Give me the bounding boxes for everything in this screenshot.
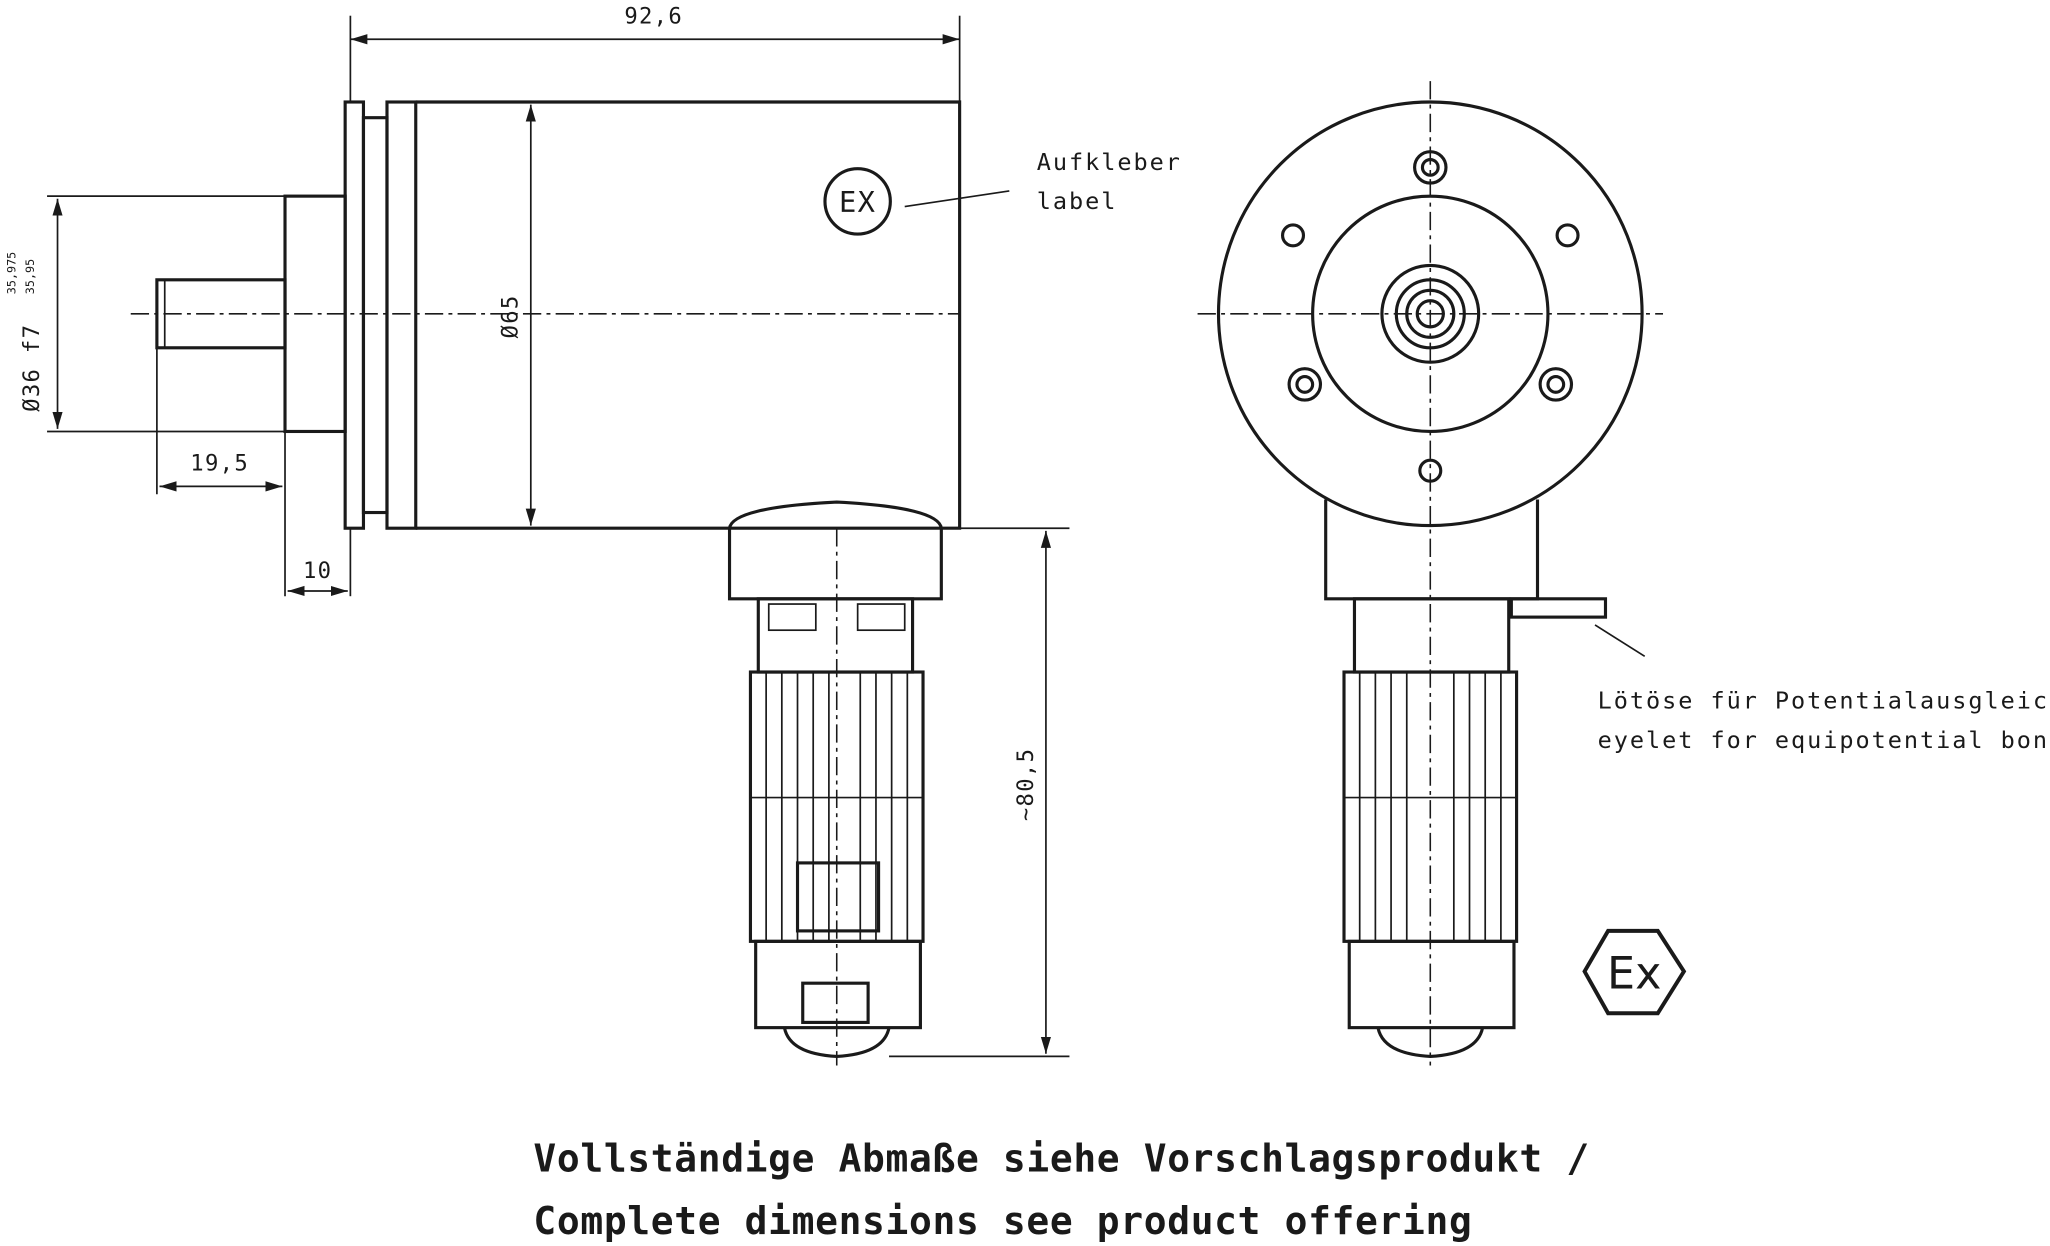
dim-flange-thickness: 10: [303, 558, 332, 584]
atex-text: Ex: [1607, 948, 1661, 999]
mounting-holes: [1280, 150, 1580, 483]
side-view: EX Aufkleber label: [130, 100, 1182, 1066]
ex-mark: EX: [839, 185, 876, 219]
dim-shaft-length: 19,5: [190, 451, 249, 477]
dim-overall-length: 92,6: [624, 4, 683, 30]
footer-line-1: Vollständige Abmaße siehe Vorschlagsprod…: [533, 1136, 1589, 1180]
dim-connector-height: ~80,5: [1013, 748, 1039, 821]
front-view: Lötöse für Potentialausgleich eyelet for…: [1197, 81, 2050, 1066]
eyelet-label-en: eyelet for equipotential bonding: [1598, 726, 2050, 754]
eyelet-label-de: Lötöse für Potentialausgleich: [1598, 687, 2050, 715]
atex-symbol: Ex: [1582, 928, 1687, 1016]
dim-housing-diameter: Ø65: [498, 294, 524, 338]
sticker-label-de: Aufkleber: [1037, 148, 1182, 176]
footer-line-2: Complete dimensions see product offering: [533, 1199, 1472, 1243]
dim-shaft-tol-upper: 35,975: [5, 252, 19, 294]
dim-shaft-diameter: Ø36 f7: [19, 324, 45, 412]
dimension-lines: 92,6 Ø65 Ø36 f7 35,975 35,95 19,5 10 ~80…: [5, 4, 1070, 1058]
sticker-label-en: label: [1037, 187, 1118, 215]
dim-shaft-tol-lower: 35,95: [23, 259, 37, 294]
